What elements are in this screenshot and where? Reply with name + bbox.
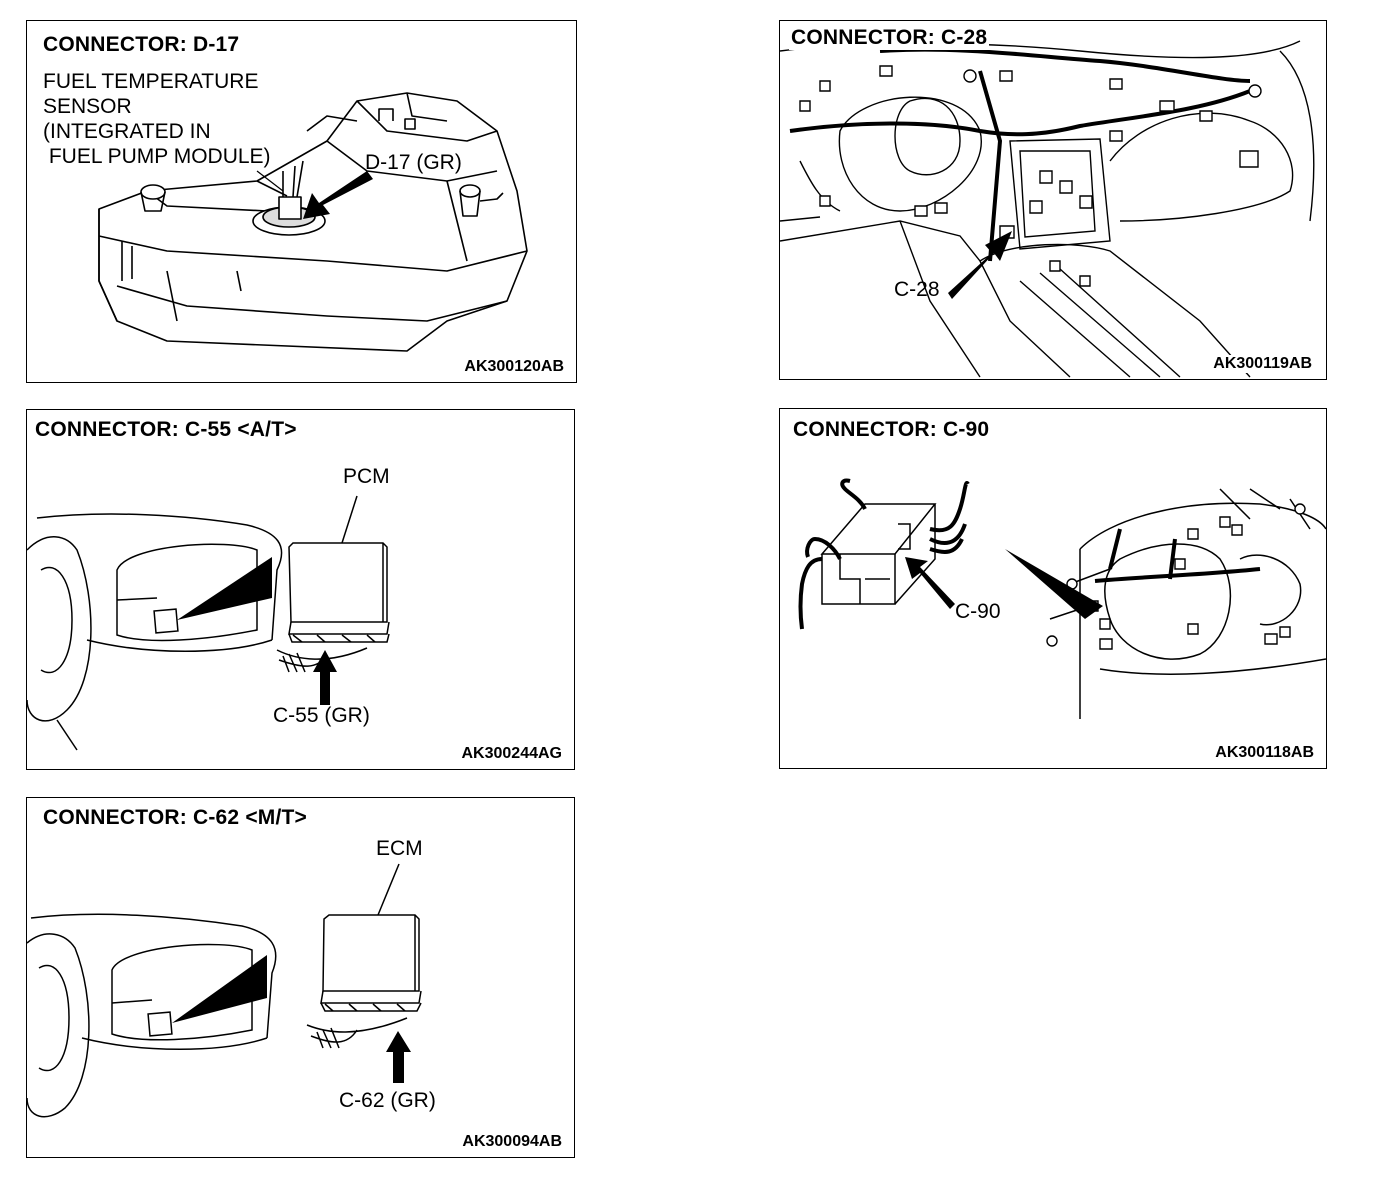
connector-label: C-28	[894, 278, 940, 301]
connector-label: C-62 (GR)	[339, 1089, 436, 1112]
c90-connector-illustration	[780, 409, 1326, 768]
panel-connector-d17: CONNECTOR: D-17	[26, 20, 577, 383]
panel-title: CONNECTOR: C-90	[793, 418, 990, 441]
figure-code: AK300244AG	[461, 745, 563, 762]
component-label-line-2: SENSOR	[43, 95, 132, 118]
panel-title: CONNECTOR: C-28	[789, 26, 990, 50]
connector-label: D-17 (GR)	[365, 151, 462, 174]
panel-connector-c28: CONNECTOR: C-28 C-28 AK300119AB	[779, 20, 1327, 380]
pcm-location-illustration	[27, 410, 574, 769]
figure-code: AK300120AB	[464, 358, 564, 375]
dashboard-harness-illustration	[780, 21, 1326, 379]
figure-code: AK300094AB	[462, 1133, 562, 1150]
component-label-line-3: (INTEGRATED IN	[43, 120, 211, 143]
connector-label: C-55 (GR)	[273, 704, 370, 727]
panel-title: CONNECTOR: C-62 <M/T>	[43, 806, 308, 829]
fuel-tank-illustration	[27, 21, 576, 382]
connector-label: C-90	[955, 600, 1001, 623]
module-label: ECM	[376, 837, 423, 860]
ecm-location-illustration	[27, 798, 574, 1157]
panel-connector-c62: CONNECTOR: C-62 <M/T> ECM C-62 (GR) AK30…	[26, 797, 575, 1158]
module-label: PCM	[343, 465, 390, 488]
panel-title: CONNECTOR: D-17	[43, 33, 240, 56]
panel-connector-c55: CONNECTOR: C-55 <A/T> PCM C-55 (GR) AK30…	[26, 409, 575, 770]
figure-code: AK300119AB	[1211, 355, 1314, 373]
figure-code: AK300118AB	[1215, 744, 1314, 761]
panel-connector-c90: CONNECTOR: C-90	[779, 408, 1327, 769]
component-label-line-1: FUEL TEMPERATURE	[43, 70, 259, 93]
component-label-line-4: FUEL PUMP MODULE)	[43, 145, 271, 168]
panel-title: CONNECTOR: C-55 <A/T>	[35, 418, 297, 441]
